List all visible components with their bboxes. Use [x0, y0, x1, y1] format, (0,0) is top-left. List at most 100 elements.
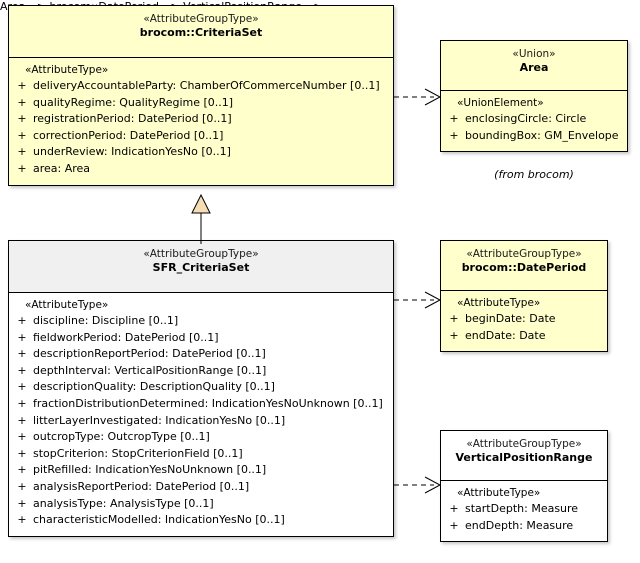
connector-dependency-sfr-to-dateperiod	[394, 291, 442, 309]
attribute-row: + fieldworkPeriod: DatePeriod [0..1]	[11, 330, 391, 347]
attribute-text: analysisType: AnalysisType [0..1]	[33, 496, 214, 510]
attribute-text: boundingBox: GM_Envelope	[465, 128, 619, 142]
class-box-brocom-dateperiod[interactable]: «AttributeGroupType» brocom::DatePeriod …	[440, 240, 608, 353]
visibility-marker: +	[17, 479, 27, 493]
visibility-marker: +	[17, 161, 27, 175]
class-stereotype: «Union»	[512, 48, 556, 60]
class-name: Area	[519, 61, 549, 75]
visibility-marker: +	[17, 347, 27, 361]
attribute-row: + startDepth: Measure	[443, 501, 605, 518]
attribute-section-stereotype: «AttributeType»	[457, 297, 541, 309]
class-stereotype: «AttributeGroupType»	[143, 248, 259, 260]
visibility-marker: +	[449, 112, 459, 125]
attribute-text: descriptionQuality: DescriptionQuality […	[33, 380, 275, 394]
class-attributes-area: «UnionElement» +enclosingCircle: Circle …	[441, 91, 627, 152]
visibility-marker: +	[17, 79, 27, 92]
class-stereotype: «AttributeGroupType»	[143, 13, 259, 25]
from-package-note: (from brocom)	[494, 168, 574, 181]
visibility-marker: +	[17, 396, 27, 410]
attribute-row: + analysisReportPeriod: DatePeriod [0..1]	[11, 479, 391, 496]
attribute-row: + endDepth: Measure	[443, 518, 605, 535]
visibility-marker: +	[449, 128, 459, 142]
attribute-row: + stopCriterion: StopCriterionField [0..1…	[11, 446, 391, 463]
class-name: brocom::DatePeriod	[461, 261, 587, 275]
visibility-marker: +	[449, 502, 459, 515]
visibility-marker: +	[449, 328, 459, 342]
class-header-brocom-criteriaset: «AttributeGroupType» brocom::CriteriaSet	[9, 6, 393, 58]
class-box-area[interactable]: «Union» Area «UnionElement» + enclosingCi…	[440, 40, 628, 153]
visibility-marker: +	[17, 145, 27, 159]
attribute-text: pitRefilled: IndicationYesNoUnknown [0..…	[33, 463, 267, 477]
attribute-text: beginDate: Date	[465, 312, 556, 325]
class-attributes-verticalpositionrange: «AttributeType» + startDepth: Measure + en…	[441, 481, 607, 542]
attribute-text: registrationPeriod: DatePeriod [0..1]	[33, 112, 232, 126]
attribute-row: + beginDate: Date	[443, 311, 605, 328]
attribute-text: fieldworkPeriod: DatePeriod [0..1]	[33, 330, 219, 344]
attribute-text: outcropType: OutcropType [0..1]	[33, 430, 210, 444]
visibility-marker: +	[17, 446, 27, 460]
class-header-verticalpositionrange: «AttributeGroupType» VerticalPositionRan…	[441, 431, 607, 481]
visibility-marker: +	[17, 413, 27, 427]
dependency-arrowhead-icon	[424, 88, 442, 106]
attribute-text: qualityRegime: QualityRegime [0..1]	[33, 95, 234, 109]
attribute-row: + qualityRegime: QualityRegime [0..1]	[11, 95, 391, 112]
attribute-text: discipline: Discipline [0..1]	[33, 314, 179, 327]
visibility-marker: +	[17, 314, 27, 327]
attribute-row: +correctionPeriod: DatePeriod [0..1]	[11, 128, 391, 145]
attribute-row: + outcropType: OutcropType [0..1]	[11, 429, 391, 446]
class-box-brocom-criteriaset[interactable]: «AttributeGroupType» brocom::CriteriaSet…	[8, 5, 394, 186]
visibility-marker: +	[17, 112, 27, 126]
attribute-row: +area: Area	[11, 161, 391, 178]
visibility-marker: +	[17, 330, 27, 344]
class-box-verticalpositionrange[interactable]: «AttributeGroupType» VerticalPositionRan…	[440, 430, 608, 543]
generalization-arrowhead-icon	[191, 193, 211, 214]
attribute-text: underReview: IndicationYesNo [0..1]	[33, 145, 231, 159]
attribute-text: endDepth: Measure	[465, 518, 574, 532]
dependency-arrowhead-icon	[424, 291, 442, 309]
attribute-section-stereotype: «UnionElement»	[457, 97, 544, 109]
attribute-row: + descriptionQuality: DescriptionQuality …	[11, 379, 391, 396]
visibility-marker: +	[17, 463, 27, 477]
attribute-text: startDepth: Measure	[465, 502, 579, 515]
attribute-text: deliveryAccountableParty: ChamberOfComme…	[33, 79, 380, 92]
attribute-row: + analysisType: AnalysisType [0..1]	[11, 496, 391, 513]
attribute-section-stereotype: «AttributeType»	[25, 299, 109, 311]
attribute-row: +descriptionReportPeriod: DatePeriod [0.…	[11, 346, 391, 363]
attribute-text: enclosingCircle: Circle	[465, 112, 587, 125]
attribute-row: +characteristicModelled: IndicationYesNo…	[11, 512, 391, 529]
visibility-marker: +	[449, 312, 459, 325]
class-name: VerticalPositionRange	[455, 451, 593, 465]
dependency-arrowhead-icon	[424, 476, 442, 494]
visibility-marker: +	[17, 430, 27, 444]
visibility-marker: +	[17, 363, 27, 377]
attribute-text: correctionPeriod: DatePeriod [0..1]	[33, 128, 224, 142]
visibility-marker: +	[449, 518, 459, 532]
attribute-section-stereotype: «AttributeType»	[457, 487, 541, 499]
class-stereotype: «AttributeGroupType»	[466, 438, 582, 450]
attribute-row: +fractionDistributionDetermined: Indicat…	[11, 396, 391, 413]
attribute-row: + registrationPeriod: DatePeriod [0..1]	[11, 111, 391, 128]
attribute-row: + litterLayerInvestigated: IndicationYesN…	[11, 413, 391, 430]
class-header-brocom-dateperiod: «AttributeGroupType» brocom::DatePeriod	[441, 241, 607, 291]
attribute-row: + depthInterval: VerticalPositionRange [0…	[11, 363, 391, 380]
attribute-section-stereotype: «AttributeType»	[25, 64, 109, 76]
attribute-row: + boundingBox: GM_Envelope	[443, 128, 625, 145]
connector-dependency-sfr-to-verticalpositionrange	[394, 476, 442, 494]
visibility-marker: +	[17, 513, 27, 527]
attribute-text: analysisReportPeriod: DatePeriod [0..1]	[33, 479, 250, 493]
class-box-sfr-criteriaset[interactable]: «AttributeGroupType» SFR_CriteriaSet «At…	[8, 240, 394, 537]
visibility-marker: +	[17, 95, 27, 109]
class-stereotype: «AttributeGroupType»	[466, 248, 582, 260]
attribute-text: litterLayerInvestigated: IndicationYesNo…	[33, 413, 286, 427]
attribute-text: depthInterval: VerticalPositionRange [0.…	[33, 363, 267, 377]
visibility-marker: +	[17, 496, 27, 510]
connector-dependency-criteriaset-to-area	[394, 88, 442, 106]
attribute-text: stopCriterion: StopCriterionField [0..1]	[33, 446, 243, 460]
class-header-sfr-criteriaset: «AttributeGroupType» SFR_CriteriaSet	[9, 241, 393, 293]
attribute-row: + underReview: IndicationYesNo [0..1]	[11, 144, 391, 161]
visibility-marker: +	[17, 380, 27, 394]
attribute-row: + endDate: Date	[443, 328, 605, 345]
attribute-row: + enclosingCircle: Circle	[443, 111, 625, 128]
class-attributes-brocom-dateperiod: «AttributeType» + beginDate: Date + endDat…	[441, 291, 607, 352]
attribute-text: endDate: Date	[465, 328, 546, 342]
